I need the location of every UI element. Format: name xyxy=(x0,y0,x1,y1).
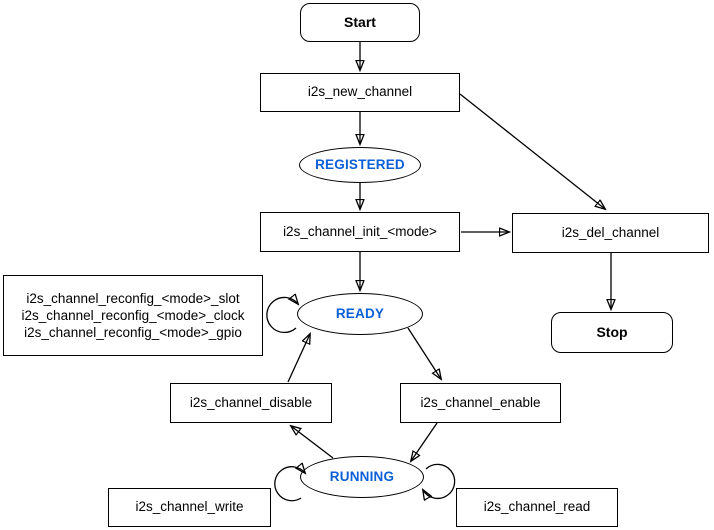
node-i2s-channel-write-label: i2s_channel_write xyxy=(135,499,244,515)
node-i2s-channel-init-mode: i2s_channel_init_<mode> xyxy=(260,212,460,252)
state-ready-label: READY xyxy=(335,305,385,321)
edge-enable-to-running xyxy=(411,422,438,461)
state-ready: READY xyxy=(297,293,423,335)
node-i2s-new-channel: i2s_new_channel xyxy=(260,73,460,112)
state-registered: REGISTERED xyxy=(299,147,421,183)
node-i2s-channel-disable-label: i2s_channel_disable xyxy=(189,394,313,410)
node-i2s-new-channel-label: i2s_new_channel xyxy=(307,84,413,100)
self-loop-ready-reconfig xyxy=(266,297,298,334)
node-i2s-del-channel-label: i2s_del_channel xyxy=(561,224,660,240)
node-i2s-channel-enable: i2s_channel_enable xyxy=(400,383,561,423)
state-running-label: RUNNING xyxy=(329,468,395,484)
state-registered-label: REGISTERED xyxy=(315,156,405,172)
node-stop-label: Stop xyxy=(596,324,628,341)
reconfig-clock-label: i2s_channel_reconfig_<mode>_clock xyxy=(21,308,245,323)
state-running: RUNNING xyxy=(300,456,424,498)
node-i2s-del-channel: i2s_del_channel xyxy=(512,213,709,253)
node-reconfig-functions: i2s_channel_reconfig_<mode>_slot i2s_cha… xyxy=(3,275,263,356)
edge-running-to-disable xyxy=(291,426,334,459)
edge-disable-to-ready xyxy=(287,334,310,383)
node-start-label: Start xyxy=(344,14,376,31)
node-i2s-channel-read: i2s_channel_read xyxy=(456,488,618,527)
reconfig-slot-label: i2s_channel_reconfig_<mode>_slot xyxy=(26,291,240,306)
node-i2s-channel-read-label: i2s_channel_read xyxy=(483,499,591,515)
node-i2s-channel-enable-label: i2s_channel_enable xyxy=(420,394,541,410)
edge-new-channel-to-del-channel xyxy=(459,93,605,209)
node-i2s-channel-init-mode-label: i2s_channel_init_<mode> xyxy=(283,223,437,239)
node-i2s-channel-disable: i2s_channel_disable xyxy=(170,383,332,423)
self-loop-running-read xyxy=(423,463,456,498)
edge-ready-to-enable xyxy=(407,327,441,379)
node-i2s-channel-write: i2s_channel_write xyxy=(108,488,271,527)
reconfig-gpio-label: i2s_channel_reconfig_<mode>_gpio xyxy=(24,325,242,340)
node-stop: Stop xyxy=(551,312,673,353)
node-start: Start xyxy=(300,3,420,42)
